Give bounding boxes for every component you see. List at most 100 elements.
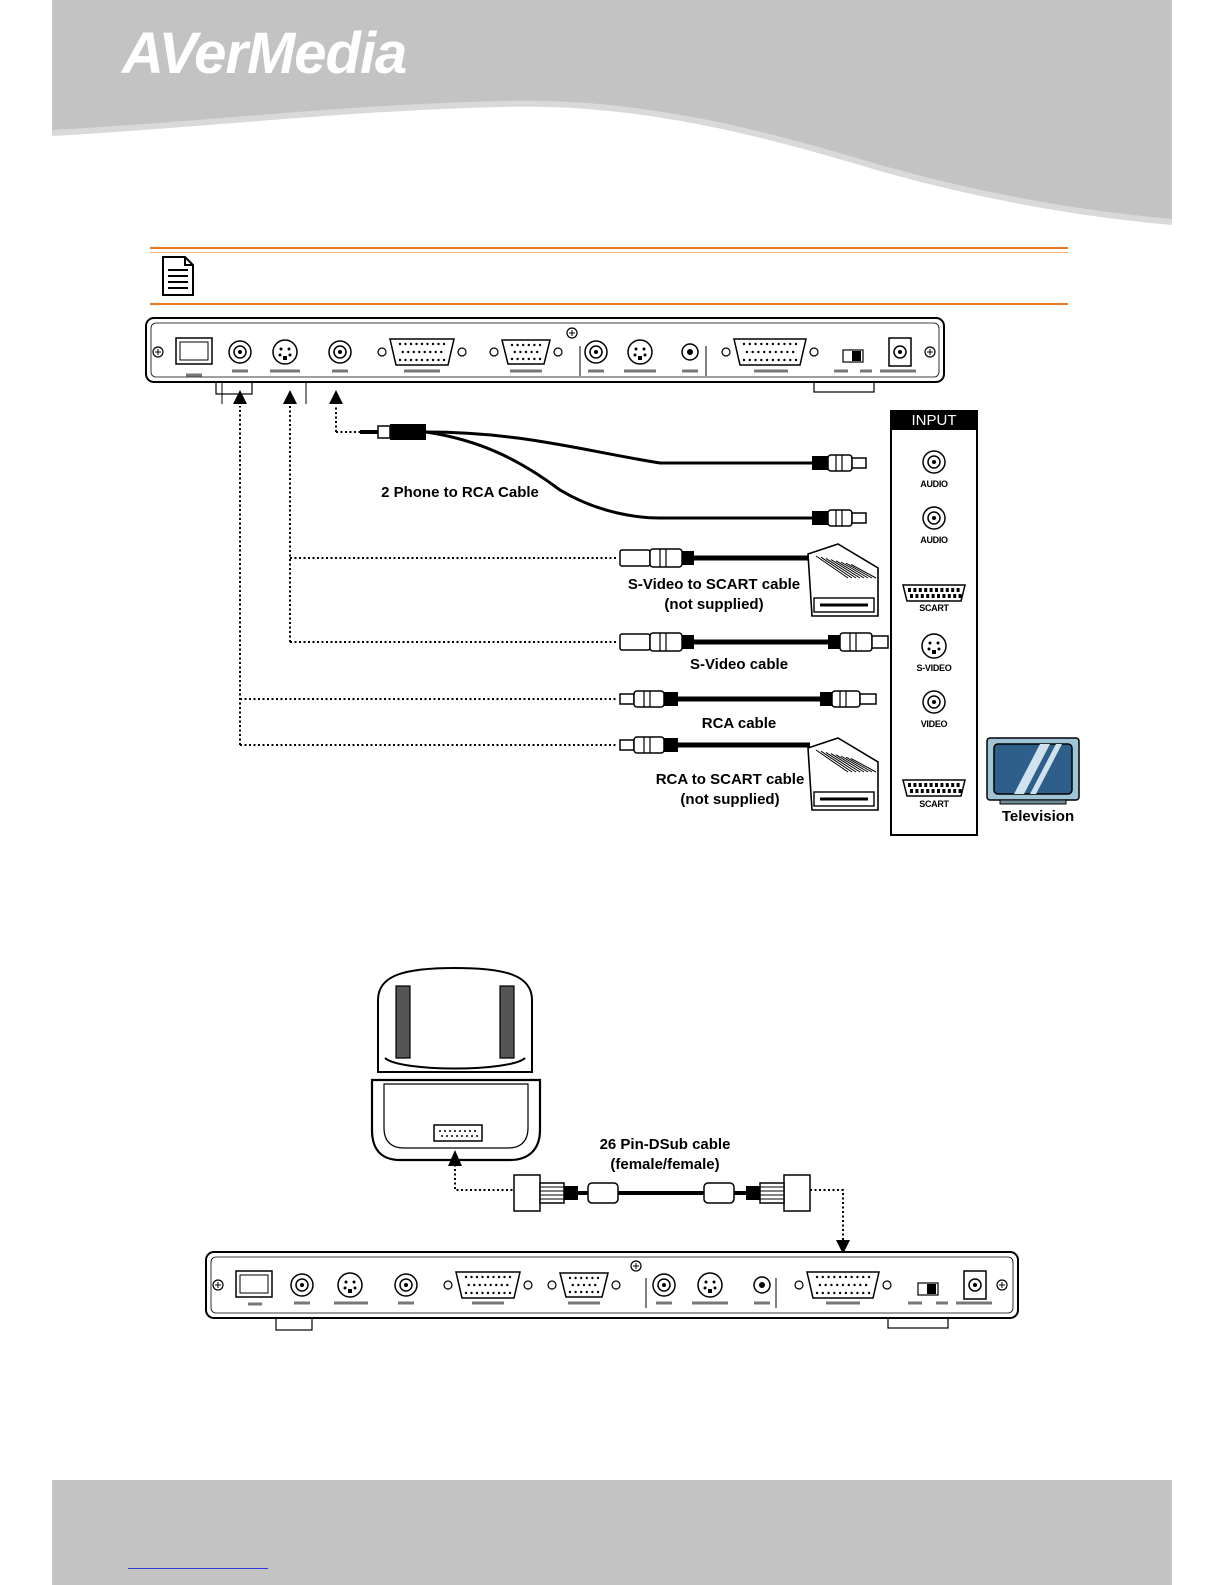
dsub-screw — [722, 348, 730, 356]
switch-knob — [927, 1284, 936, 1294]
cable-label-rca: RCA cable — [644, 714, 834, 733]
dsub-pin — [503, 1292, 505, 1294]
cable-label-svideo: S-Video cable — [644, 655, 834, 674]
dsub-pin — [492, 1292, 494, 1294]
dsub-pin — [588, 1284, 590, 1286]
dsub-connector-head — [514, 1175, 540, 1211]
rca-pin — [404, 1283, 408, 1287]
svideo-pin — [289, 354, 292, 357]
svideo-pin — [353, 1281, 356, 1284]
arrow-up — [329, 390, 343, 404]
dsub-pin — [859, 1284, 861, 1286]
dsub-connector-body — [760, 1183, 784, 1203]
dsub-pin — [481, 1276, 483, 1278]
dsub-pin — [772, 343, 774, 345]
dsub-screw — [554, 348, 562, 356]
rca-plug-boot — [664, 738, 678, 752]
dsub-pin — [519, 351, 521, 353]
dsub-pin — [429, 351, 431, 353]
audio-jack-pin — [687, 349, 693, 355]
scart-pin — [957, 783, 960, 787]
svideo-pin — [634, 354, 637, 357]
scart-pin — [935, 783, 938, 787]
svideo-pin — [279, 354, 282, 357]
scart-pin — [932, 789, 935, 793]
scart-pin — [935, 588, 938, 592]
dsub-pin — [591, 1277, 593, 1279]
dsub-screw — [444, 1281, 452, 1289]
svideo-pin — [635, 348, 638, 351]
dsub-pin — [574, 1277, 576, 1279]
svideo-key — [348, 1289, 352, 1293]
dsub-pin — [437, 359, 439, 361]
scart-pin — [937, 594, 940, 598]
dsub-pin — [435, 351, 437, 353]
dsub-pin — [539, 358, 541, 360]
rca-pin — [932, 460, 936, 464]
dsub-pin — [484, 1284, 486, 1286]
svideo-jack — [922, 634, 946, 658]
dsub-pin — [426, 343, 428, 345]
dsub-cable-label: 26 Pin-DSub cable — [570, 1135, 760, 1154]
panel-foot — [216, 382, 252, 394]
dsub-pin — [444, 1130, 446, 1132]
dsub-pin — [410, 359, 412, 361]
rca-plug-boot — [812, 456, 828, 470]
dsub-pin — [597, 1291, 599, 1293]
dsub-pin — [786, 351, 788, 353]
scart-pin — [919, 588, 922, 592]
svideo-pin — [643, 348, 646, 351]
rca-plug-body — [634, 691, 664, 707]
scart-pin — [926, 594, 929, 598]
dsub-pin — [410, 343, 412, 345]
dsub-screw — [524, 1281, 532, 1289]
dsub-pin — [754, 359, 756, 361]
svideo-jack — [338, 1273, 362, 1297]
dsub-pin — [836, 1284, 838, 1286]
dsub-pin — [464, 1130, 466, 1132]
dsub-pin — [839, 1292, 841, 1294]
dsub-pin — [816, 1276, 818, 1278]
cable-label-rca-scart: RCA to SCART cable — [620, 770, 840, 789]
rca-plug-body — [828, 455, 852, 471]
dsub-pin — [418, 351, 420, 353]
arrow-up — [283, 390, 297, 404]
dsub-screw — [883, 1281, 891, 1289]
svideo-pin — [705, 1281, 708, 1284]
dsub-screw — [458, 348, 466, 356]
dsub-pin — [856, 1292, 858, 1294]
svideo-plug-boot — [682, 635, 694, 649]
dsub-pin — [766, 343, 768, 345]
svideo-key — [932, 650, 936, 654]
dsub-pin — [413, 351, 415, 353]
dsub-pin — [492, 1276, 494, 1278]
scart-pin — [957, 588, 960, 592]
rca-plug-body — [634, 737, 664, 753]
dsub-pin — [415, 359, 417, 361]
scart-pin — [924, 588, 927, 592]
scart-pin — [937, 789, 940, 793]
page-footer — [52, 1480, 1172, 1585]
dsub-pin — [421, 359, 423, 361]
scart-pin — [915, 594, 918, 598]
panel-foot — [276, 1318, 312, 1330]
scart-pin — [959, 594, 962, 598]
scart-pin — [948, 789, 951, 793]
phone-plug-tip — [360, 430, 378, 434]
scart-pin — [951, 783, 954, 787]
dsub-pin — [471, 1135, 473, 1137]
rca-plug-tip — [852, 513, 866, 523]
dsub-pin — [572, 1284, 574, 1286]
dsub-pin — [468, 1284, 470, 1286]
dsub-pin — [845, 1276, 847, 1278]
dsub-pin — [833, 1276, 835, 1278]
input-port-label: S-VIDEO — [900, 663, 968, 673]
dsub-pin — [470, 1292, 472, 1294]
svideo-jack — [628, 340, 652, 364]
dsub-pin — [469, 1130, 471, 1132]
dsub-pin — [449, 1130, 451, 1132]
dsub-pin — [516, 358, 518, 360]
dsub-pin — [404, 359, 406, 361]
dsub-pin — [476, 1292, 478, 1294]
scart-pin — [908, 588, 911, 592]
